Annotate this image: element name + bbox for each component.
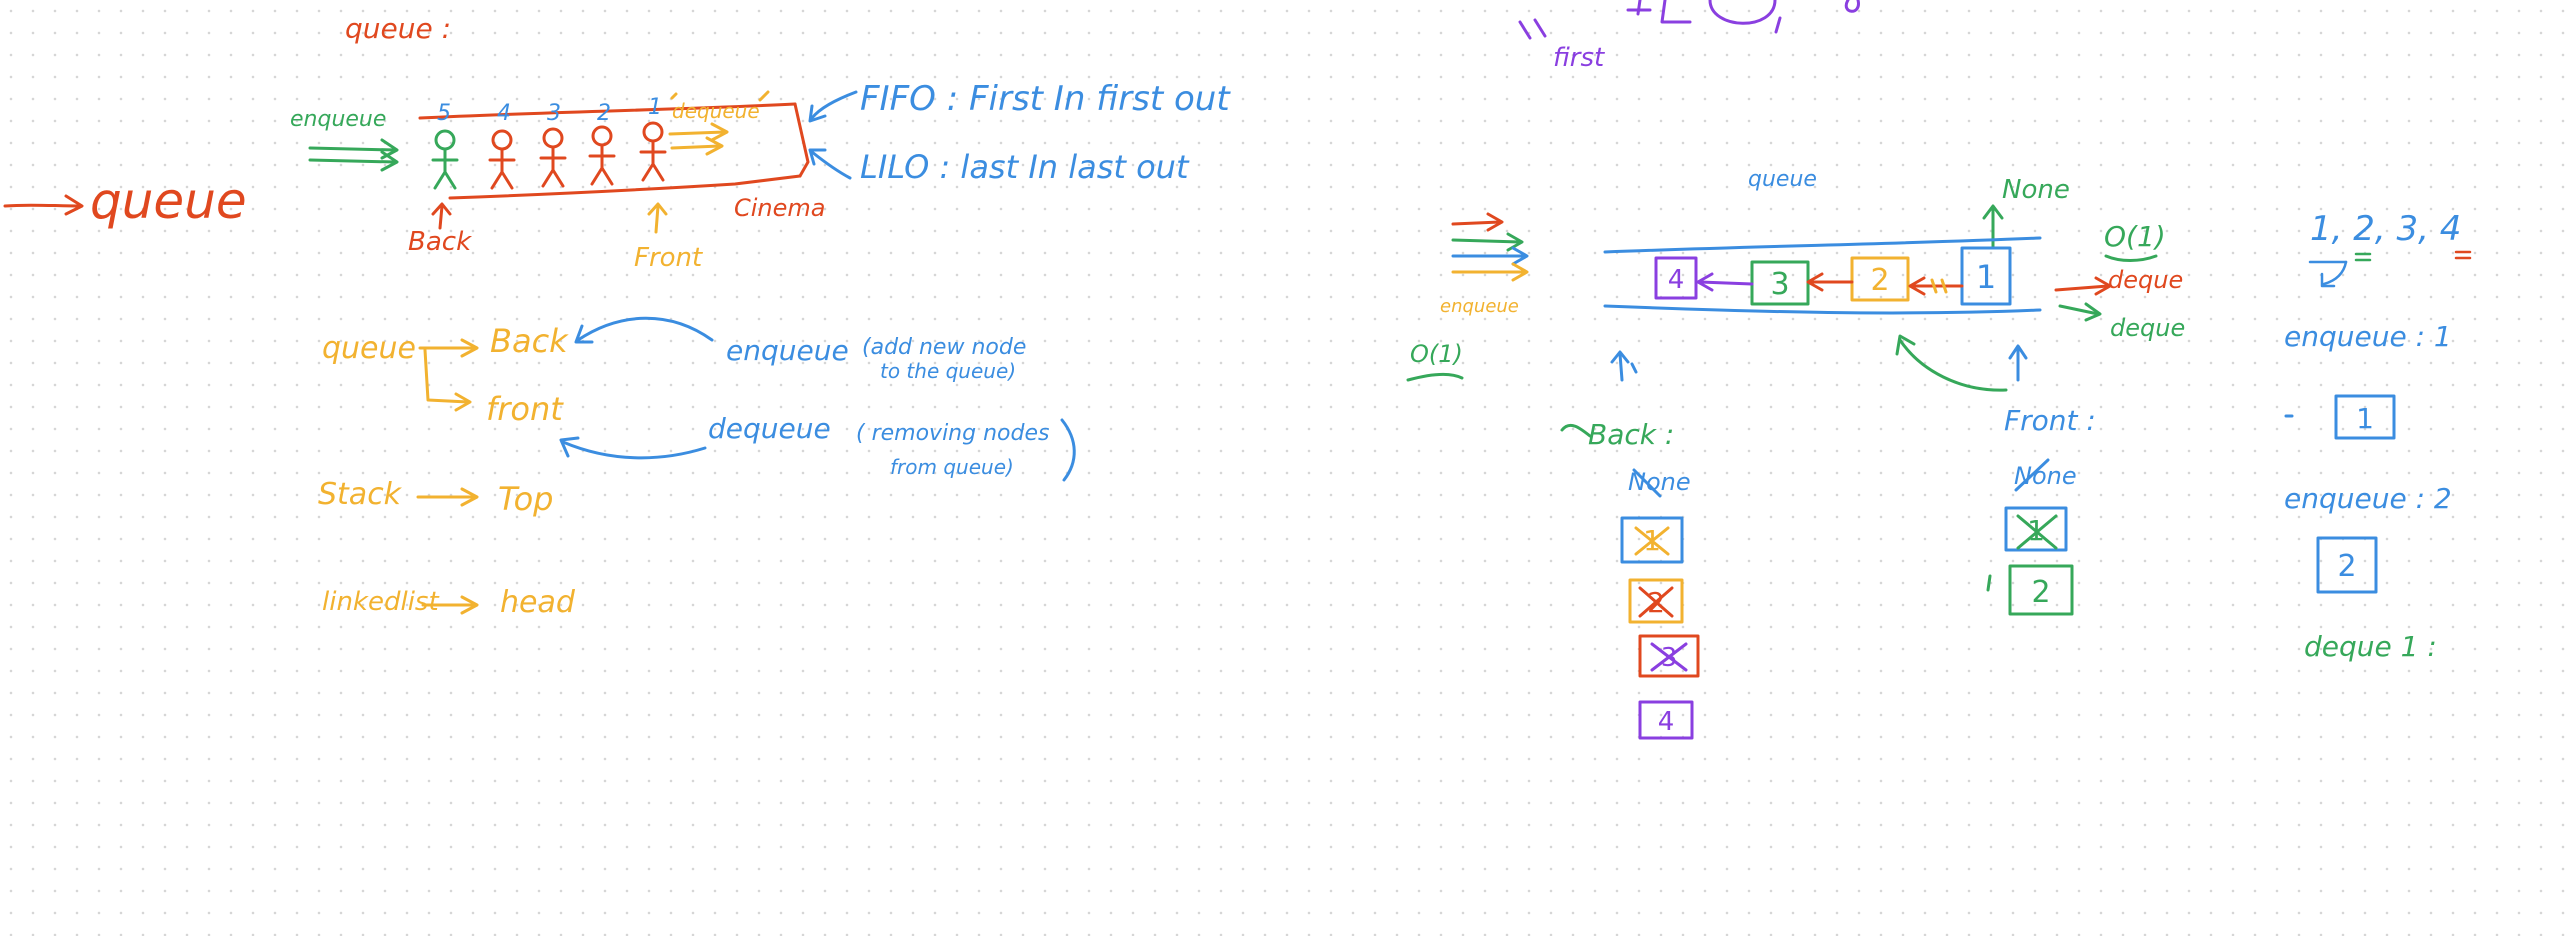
front-none-strike: [2014, 458, 2050, 492]
map-top-label: Top: [498, 480, 553, 518]
diagram-o1-right: O(1): [2104, 220, 2166, 253]
queue-node-value: 1: [1976, 258, 1996, 296]
map-enqueue-note-line1: (add new node: [862, 335, 1026, 360]
cinema-label: Cinema: [734, 194, 826, 222]
cinema-line-outline: [418, 102, 810, 200]
incoming-arrows: [1451, 212, 1529, 282]
queue-node-box: [1654, 256, 1698, 300]
none-top-arrow: [1982, 204, 2004, 250]
diagram-enqueue-small: enqueue: [1440, 296, 1519, 317]
map-front-label: front: [486, 390, 564, 428]
cinema-dequeue-arrows: [668, 90, 770, 156]
back-stack-cross: [1638, 586, 1674, 618]
side-enqueue-2: enqueue : 2: [2284, 482, 2452, 515]
queue-numbers: 5 4 3 2 1: [437, 95, 662, 126]
diagram-front-none: None: [2014, 462, 2077, 490]
o1-right-underline: [2104, 254, 2158, 262]
front-up-arrow: [2008, 344, 2028, 382]
stick-figure: [431, 129, 459, 190]
stick-figure: [539, 127, 567, 188]
map-enqueue-note-line2: to the queue): [880, 359, 1016, 383]
front-curve-arrow: [1895, 334, 2008, 392]
front-stack-cross: [2016, 514, 2058, 550]
map-enqueue-label: enqueue: [726, 334, 849, 367]
queue-number: 1: [648, 95, 662, 120]
stick-figure: [588, 125, 616, 186]
queue-node-value: 4: [1668, 265, 1685, 295]
side-box-1-value: 1: [2356, 402, 2374, 435]
map-queue-label: queue: [322, 331, 416, 366]
map-curved-arrows: [559, 316, 714, 460]
diagram-none-top: None: [2002, 175, 2070, 205]
back-label-arrow: [1560, 423, 1592, 438]
cinema-enqueue-arrows: [308, 138, 399, 172]
queue-number: 3: [547, 101, 561, 126]
diagram-queue-title: queue: [1748, 167, 1817, 192]
map-head-label: head: [500, 585, 576, 620]
fifo-definition: FIFO : First In first out: [860, 79, 1231, 119]
first-label: first: [1553, 43, 1605, 73]
map-dequeue-note-line1: ( removing nodes: [856, 421, 1049, 446]
diagram-front-label: Front :: [2004, 404, 2096, 437]
node-link-arrows: [1696, 272, 1964, 296]
map-branch-arrows: [416, 338, 479, 615]
fifo-lilo-arrows: [808, 90, 858, 180]
side-dequeue-label: deque 1 :: [2304, 630, 2437, 663]
cinema-front-label: Front: [634, 243, 703, 273]
map-dequeue-note-line2: from queue): [890, 455, 1014, 479]
front-pointer-arrow: [647, 202, 668, 234]
queue-number: 5: [437, 101, 451, 126]
back-up-arrow: [1610, 350, 1638, 382]
back-pointer-arrow: [431, 202, 452, 230]
queue-node-value: 3: [1770, 267, 1789, 302]
queue-number: 2: [597, 101, 611, 126]
cinema-dequeue-label: dequeue: [672, 99, 760, 123]
side-enqueue-1: enqueue : 1: [2284, 320, 2452, 353]
back-none-strike: [1632, 468, 1662, 498]
top-cut-lettering: [1518, 0, 1860, 40]
lilo-definition: LILO : last In last out: [860, 148, 1190, 186]
side-sequence: 1, 2, 3, 4: [2310, 209, 2461, 249]
o1-left-underline: [1406, 372, 1464, 382]
queue-node-box: [1960, 246, 2012, 306]
back-stack-cross: [1634, 526, 1670, 556]
map-back-label: Back: [490, 322, 569, 360]
stick-figure: [488, 129, 516, 190]
back-stack-cross: [1650, 642, 1688, 672]
diagram-dequeue-green: deque: [2110, 314, 2185, 342]
queue-node-value: 2: [1870, 263, 1889, 298]
diagram-o1-left: O(1): [1410, 340, 1463, 368]
side-box-1: [2334, 394, 2396, 440]
side-box-2: [2316, 536, 2378, 594]
back-stack-value: 4: [1658, 707, 1675, 737]
cinema-back-label: Back: [408, 227, 472, 257]
back-stack-box: [1620, 516, 1684, 564]
map-dequeue-note-paren: [1060, 418, 1076, 482]
queue-number: 4: [497, 101, 511, 126]
front-stack-box: [2008, 564, 2074, 616]
map-stack-label: Stack: [318, 477, 403, 512]
queue-node-box: [1850, 256, 1910, 302]
side-sequence-marks: [2308, 250, 2472, 288]
front-stack-box: [2004, 506, 2068, 552]
map-linkedlist-label: linkedlist: [322, 587, 439, 617]
arrow-to-queue: [3, 194, 84, 216]
queue-container-lines: [1603, 236, 2042, 315]
back-stack-box: [1628, 578, 1684, 624]
diagram-dequeue-red: deque: [2108, 266, 2183, 294]
dequeue-out-arrows: [2054, 276, 2112, 322]
queue-colon-label: queue :: [345, 12, 451, 45]
stick-figure: [639, 121, 667, 182]
big-queue-label: queue: [90, 172, 247, 230]
cinema-enqueue-label: enqueue: [290, 107, 386, 132]
map-dequeue-label: dequeue: [708, 412, 831, 445]
front-stack-value: 2: [2031, 575, 2050, 610]
back-stack-box: [1638, 634, 1700, 678]
back-stack-box: [1638, 700, 1694, 740]
side-box-2-value: 2: [2337, 549, 2356, 584]
diagram-back-label: Back :: [1588, 418, 1674, 451]
front-stack-tick: [1986, 574, 1992, 592]
